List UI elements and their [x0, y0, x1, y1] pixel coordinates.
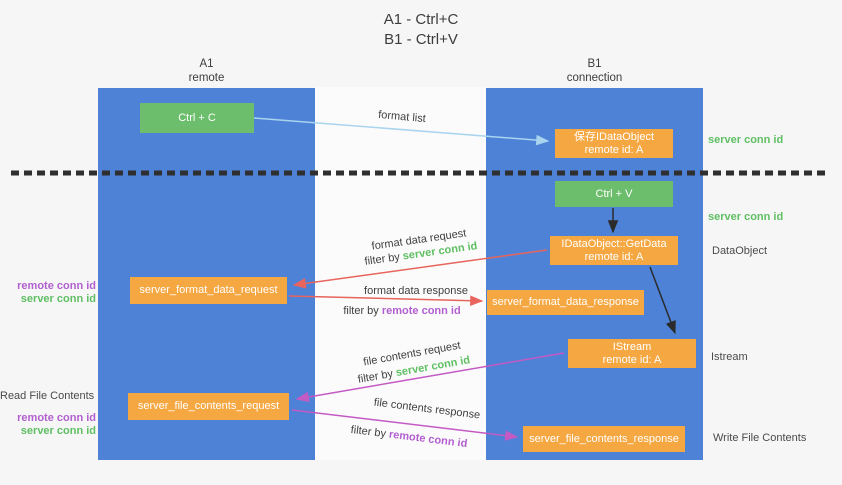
file-request-node: server_file_contents_request: [128, 393, 289, 420]
save-idataobject-node: 保存IDataObject remote id: A: [555, 129, 673, 158]
left-server-conn-id-1: server conn id: [20, 293, 96, 305]
right-istream-label: Istream: [711, 351, 748, 363]
right-server-conn-id-1: server conn id: [708, 134, 784, 146]
right-server-conn-id-2: server conn id: [708, 211, 784, 223]
getdata-line1: IDataObject::GetData: [561, 237, 667, 250]
format-request-node: server_format_data_request: [130, 277, 287, 304]
save-idataobject-line2: remote id: A: [584, 143, 644, 156]
istream-node: IStream remote id: A: [568, 339, 696, 368]
ctrl-c-label: Ctrl + C: [178, 111, 216, 124]
right-dataobject-label: DataObject: [712, 245, 768, 257]
getdata-line2: remote id: A: [584, 250, 644, 263]
left-remote-conn-id-1: remote conn id: [17, 280, 96, 292]
left-read-file-contents-label: Read File Contents: [0, 390, 95, 402]
ctrl-v-label: Ctrl + V: [595, 187, 633, 200]
ctrl-v-node: Ctrl + V: [555, 181, 673, 207]
getdata-node: IDataObject::GetData remote id: A: [550, 236, 678, 265]
column-b-header: B1 connection: [486, 57, 703, 85]
filter-by-text: filter by: [343, 305, 382, 317]
file-response-node: server_file_contents_response: [523, 426, 685, 452]
column-b-subtitle: connection: [566, 72, 623, 84]
format-response-node: server_format_data_response: [487, 290, 644, 315]
right-write-file-contents-label: Write File Contents: [713, 432, 807, 444]
title-line-2: B1 - Ctrl+V: [384, 31, 458, 48]
column-a-name: A1: [199, 58, 214, 70]
file-request-label: server_file_contents_request: [137, 400, 280, 412]
filter-by-remote-conn-id-label-1: filter by remote conn id: [343, 305, 460, 317]
istream-line1: IStream: [612, 340, 652, 353]
left-server-conn-id-2: server conn id: [20, 425, 96, 437]
title-line-1: A1 - Ctrl+C: [383, 11, 459, 28]
column-a-header: A1 remote: [98, 57, 315, 85]
diagram-title: A1 - Ctrl+C B1 - Ctrl+V: [311, 10, 531, 50]
format-response-label: server_format_data_response: [492, 296, 639, 308]
format-data-response-label: format data response: [364, 285, 468, 297]
left-remote-conn-id-2: remote conn id: [17, 412, 96, 424]
file-response-label: server_file_contents_response: [529, 432, 679, 445]
remote-conn-id-text: remote conn id: [381, 305, 461, 317]
istream-line2: remote id: A: [602, 353, 662, 366]
column-a-subtitle: remote: [188, 72, 225, 84]
save-idataobject-line1: 保存IDataObject: [573, 130, 655, 143]
ctrl-c-node: Ctrl + C: [140, 103, 254, 133]
format-request-label: server_format_data_request: [139, 284, 278, 296]
column-b-name: B1: [587, 58, 602, 70]
